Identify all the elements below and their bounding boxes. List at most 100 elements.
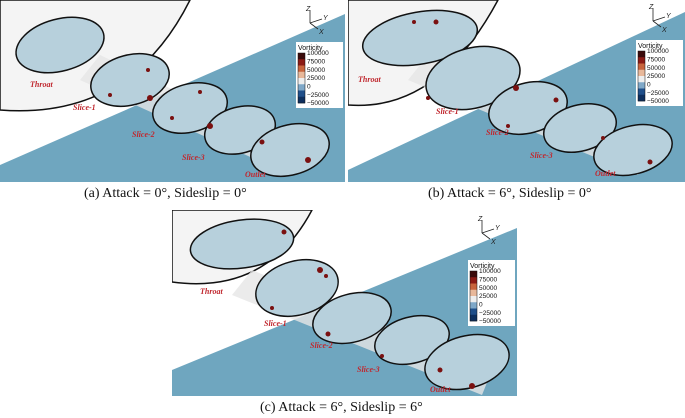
colorbar: Vorticity 1000007500050000250000−25000−5… <box>636 40 683 106</box>
label-throat: Throat <box>358 75 381 84</box>
colorbar-swatch <box>638 82 645 89</box>
axis-x-label: X <box>661 27 667 34</box>
label-throat: Throat <box>200 287 223 296</box>
label-outlet: Outlet <box>245 170 266 179</box>
slice-1 <box>425 45 521 111</box>
colorbar-swatch <box>638 88 645 96</box>
panel-c-figure: Throat Slice-1 Slice-2 Slice-3 Outlet Z … <box>172 210 517 396</box>
colorbar-swatch <box>470 283 477 291</box>
colorbar-swatch <box>638 94 645 102</box>
colorbar-tick-label: −50000 <box>307 100 329 107</box>
colorbar-tick-label: 0 <box>479 302 483 309</box>
slice-throat <box>189 218 295 270</box>
colorbar-swatch <box>298 53 305 60</box>
colorbar-tick-label: 75000 <box>307 59 325 66</box>
axis-x-label: X <box>318 29 324 36</box>
colorbar-swatch <box>470 296 477 303</box>
label-slice-3: Slice-3 <box>357 365 380 374</box>
panel-a: Throat Slice-1 Slice-2 Slice-3 Outlet Z … <box>0 0 345 201</box>
colorbar-tick-label: 75000 <box>647 57 665 64</box>
colorbar-swatch <box>470 314 477 322</box>
vortex-detail <box>412 19 653 165</box>
label-throat: Throat <box>30 80 53 89</box>
label-outlet: Outlet <box>595 169 616 178</box>
colorbar: Vorticity 1000007500050000250000−25000−5… <box>468 260 515 326</box>
slice-3 <box>543 103 617 153</box>
colorbar-tick-label: 0 <box>307 84 311 91</box>
colorbar-tick-label: −25000 <box>647 90 669 97</box>
slice-2 <box>312 291 392 345</box>
slice-2 <box>152 82 228 134</box>
colorbar-title: Vorticity <box>638 43 663 50</box>
colorbar-swatch <box>470 302 477 309</box>
label-slice-1: Slice-1 <box>264 319 287 328</box>
colorbar-swatch <box>638 69 645 77</box>
label-slice-2: Slice-2 <box>132 130 155 139</box>
colorbar-swatch <box>298 65 305 73</box>
axis-z-label: Z <box>648 4 654 11</box>
colorbar-swatch <box>298 96 305 104</box>
axis-y-label: Y <box>495 225 501 232</box>
axis-z-label: Z <box>477 216 483 223</box>
colorbar-tick-label: 50000 <box>479 285 497 292</box>
colorbar-swatch <box>298 90 305 98</box>
colorbar-tick-label: 100000 <box>479 268 501 275</box>
colorbar-swatch <box>470 277 477 284</box>
colorbar-title: Vorticity <box>298 45 323 52</box>
slice-1 <box>255 258 339 318</box>
colorbar-tick-label: 25000 <box>479 293 497 300</box>
label-slice-1: Slice-1 <box>73 103 96 112</box>
slice-throat <box>15 16 105 74</box>
colorbar-tick-label: 0 <box>647 82 651 89</box>
colorbar-tick-label: −50000 <box>647 98 669 105</box>
axis-z-label: Z <box>305 6 311 13</box>
colorbar-swatch <box>470 308 477 316</box>
label-slice-2: Slice-2 <box>486 128 509 137</box>
caption-panel-c: (c) Attack = 6°, Sideslip = 6° <box>260 400 423 415</box>
caption-panel-a: (a) Attack = 0°, Sideslip = 0° <box>84 186 247 201</box>
panel-b-figure: Throat Slice-1 Slice-2 Slice-3 Outlet Z … <box>348 0 685 182</box>
colorbar-swatch <box>298 84 305 91</box>
colorbar-swatch <box>470 289 477 297</box>
colorbar-swatch <box>638 63 645 71</box>
colorbar-tick-label: 50000 <box>307 67 325 74</box>
slice-outlet <box>593 123 673 177</box>
coordinate-triad: Z Y X <box>477 216 501 246</box>
axis-y-label: Y <box>323 15 329 22</box>
label-slice-3: Slice-3 <box>530 151 553 160</box>
vortex-detail <box>270 229 475 389</box>
colorbar-title: Vorticity <box>470 263 495 270</box>
colorbar-tick-label: 100000 <box>647 48 669 55</box>
label-slice-2: Slice-2 <box>310 341 333 350</box>
coordinate-triad: Z Y X <box>305 6 329 36</box>
vortex-detail <box>108 68 311 163</box>
panel-a-figure: Throat Slice-1 Slice-2 Slice-3 Outlet Z … <box>0 0 345 182</box>
colorbar-tick-label: −25000 <box>479 310 501 317</box>
axis-y-label: Y <box>666 13 672 20</box>
colorbar-outline <box>469 270 478 322</box>
colorbar-tick-label: 25000 <box>307 75 325 82</box>
slice-3 <box>374 314 450 366</box>
label-outlet: Outlet <box>430 385 451 394</box>
slice-2 <box>488 80 568 136</box>
colorbar-swatch <box>638 76 645 83</box>
colorbar-swatch <box>298 71 305 79</box>
slice-throat <box>361 9 479 67</box>
slice-outlet <box>250 122 330 178</box>
colorbar-outline <box>297 52 306 104</box>
panel-c: Throat Slice-1 Slice-2 Slice-3 Outlet Z … <box>172 210 517 415</box>
colorbar-swatch <box>638 51 645 58</box>
axis-x-label: X <box>490 239 496 246</box>
colorbar-outline <box>637 50 646 102</box>
colorbar-swatch <box>298 59 305 66</box>
colorbar-tick-label: −25000 <box>307 92 329 99</box>
caption-panel-b: (b) Attack = 6°, Sideslip = 0° <box>428 186 592 201</box>
colorbar-swatch <box>470 271 477 278</box>
panel-b: Throat Slice-1 Slice-2 Slice-3 Outlet Z … <box>348 0 685 201</box>
colorbar-swatch <box>298 78 305 85</box>
colorbar-swatch <box>638 57 645 64</box>
coordinate-triad: Z Y X <box>648 4 672 34</box>
colorbar-tick-label: 100000 <box>307 50 329 57</box>
label-slice-1: Slice-1 <box>436 107 459 116</box>
